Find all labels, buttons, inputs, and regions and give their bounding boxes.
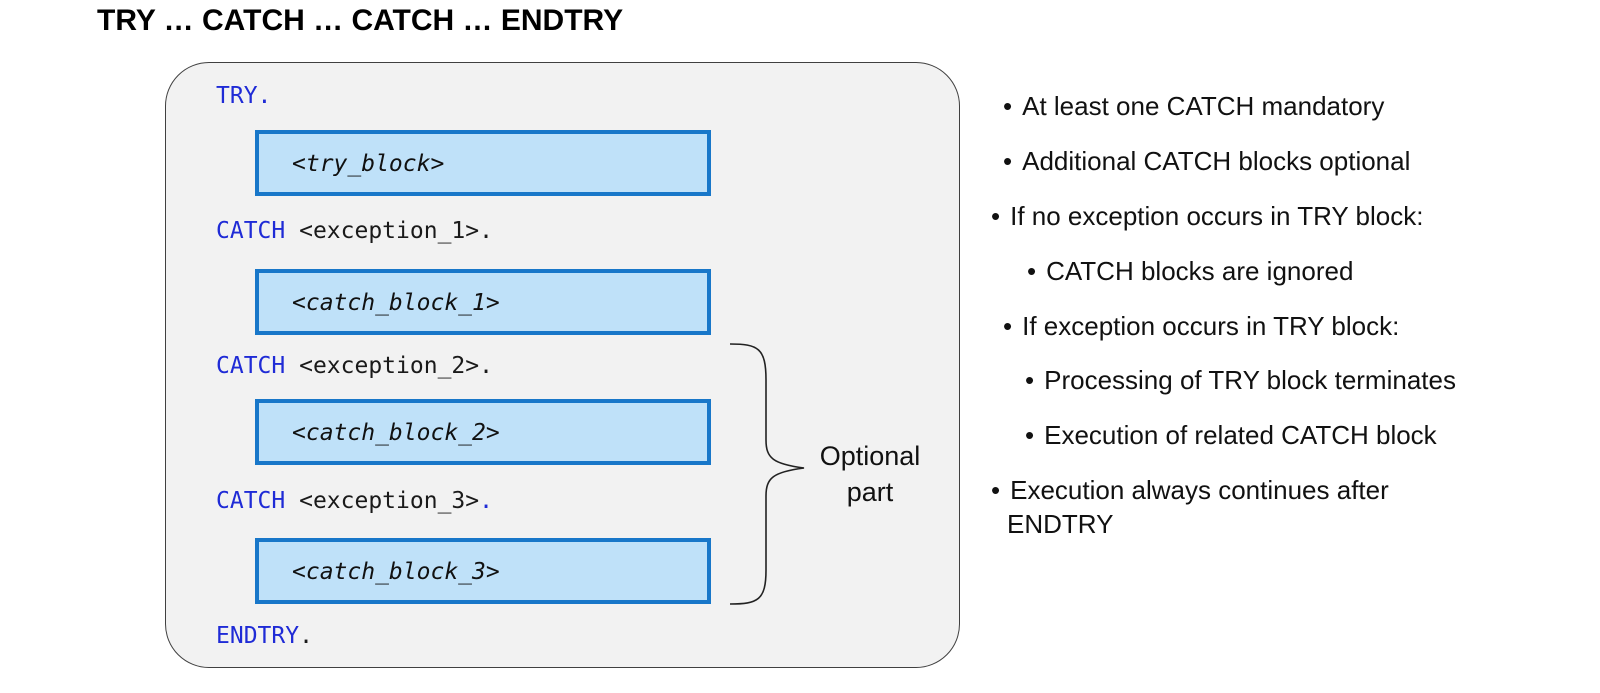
bullet-text: If no exception occurs in TRY block: [1010,201,1424,231]
bullet-item: • Additional CATCH blocks optional [1003,144,1410,178]
catch-block-3-box: <catch_block_3> [255,538,711,604]
exception-1: <exception_1>. [285,218,493,244]
catch-block-2-box: <catch_block_2> [255,399,711,465]
bullet-item: • At least one CATCH mandatory [1003,89,1384,123]
bullet-text-continuation: ENDTRY [1007,509,1114,539]
curly-brace-icon [729,343,805,605]
catch-keyword-3: CATCH [216,488,286,514]
catch-line-3: CATCH <exception_3>. [216,487,493,515]
try-block-box: <try_block> [255,130,711,196]
catch-line-1: CATCH <exception_1>. [216,217,493,245]
bullet-item: • Execution of related CATCH block [1025,418,1437,452]
optional-label-line1: Optional [819,441,921,471]
endtry-line: ENDTRY. [216,622,313,650]
bullet-dot: • [1025,420,1035,450]
catch-block-3-label: <catch_block_3> [292,559,500,585]
bullet-continuation: ENDTRY [1007,507,1113,541]
exception-3-dot: . [479,488,493,514]
try-line: TRY. [216,82,271,110]
exception-3: <exception_3> [285,488,480,514]
bullet-dot: • [1025,365,1035,395]
optional-part-label: Optional part [810,438,930,510]
bullet-item: • Processing of TRY block terminates [1025,363,1456,397]
bullet-text: Additional CATCH blocks optional [1022,146,1411,176]
catch-block-2-label: <catch_block_2> [292,420,500,446]
bullet-item: • CATCH blocks are ignored [1027,254,1353,288]
bullet-text: At least one CATCH mandatory [1022,91,1385,121]
endtry-keyword: ENDTRY [216,623,300,649]
bullet-text: Execution of related CATCH block [1044,420,1437,450]
bullet-dot: • [1003,311,1013,341]
slide-title: TRY … CATCH … CATCH … ENDTRY [97,4,624,37]
exception-2: <exception_2>. [285,353,493,379]
bullet-dot: • [1027,256,1037,286]
bullet-text: If exception occurs in TRY block: [1022,311,1400,341]
endtry-dot: . [299,623,313,649]
bullet-item: • Execution always continues after [991,473,1389,507]
bullet-dot: • [991,475,1001,505]
bullet-text: CATCH blocks are ignored [1046,256,1354,286]
bullet-item: • If no exception occurs in TRY block: [991,199,1423,233]
bullet-text: Processing of TRY block terminates [1044,365,1456,395]
try-keyword: TRY [216,83,258,109]
optional-label-line2: part [846,477,894,507]
bullet-item: • If exception occurs in TRY block: [1003,309,1399,343]
catch-keyword-2: CATCH [216,353,286,379]
catch-block-1-label: <catch_block_1> [292,290,500,316]
catch-block-1-box: <catch_block_1> [255,269,711,335]
bullet-dot: • [1003,146,1013,176]
catch-keyword-1: CATCH [216,218,286,244]
try-block-label: <try_block> [292,151,445,177]
try-dot: . [257,83,272,109]
bullet-dot: • [991,201,1001,231]
bullet-text: Execution always continues after [1010,475,1389,505]
bullet-dot: • [1003,91,1013,121]
catch-line-2: CATCH <exception_2>. [216,352,493,380]
